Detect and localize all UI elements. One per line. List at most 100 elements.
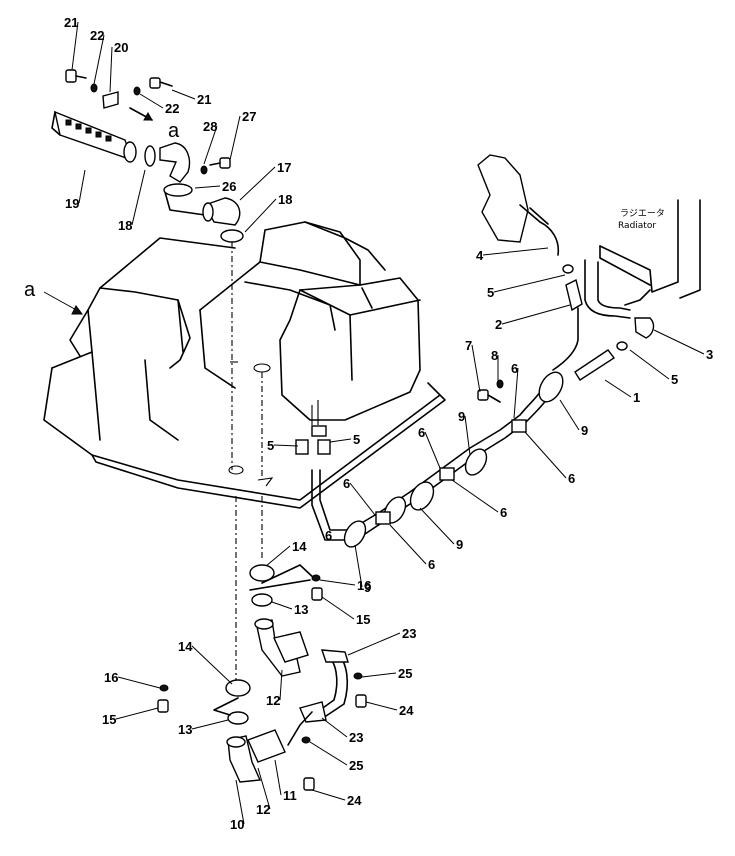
radiator-section bbox=[295, 154, 701, 548]
leader-line bbox=[349, 482, 376, 516]
clamp-13 bbox=[251, 593, 273, 607]
callout-c9d: 9 bbox=[364, 580, 371, 595]
callout-c14a: 14 bbox=[292, 539, 307, 554]
callout-c5c: 5 bbox=[267, 438, 274, 453]
leader-line bbox=[419, 507, 455, 545]
leader-line bbox=[279, 669, 283, 701]
radiator-label-en: Radiator bbox=[618, 221, 656, 231]
callout-c16b: 16 bbox=[104, 670, 118, 685]
leader-line bbox=[171, 89, 196, 100]
callout-c21a: 21 bbox=[64, 15, 78, 30]
leader-line bbox=[273, 444, 299, 447]
callout-c6a: 6 bbox=[511, 361, 518, 376]
callout-c13a: 13 bbox=[294, 602, 308, 617]
callout-c3: 3 bbox=[706, 347, 713, 362]
leader-line bbox=[501, 304, 571, 325]
leader-line bbox=[319, 579, 356, 586]
leader-line bbox=[139, 93, 164, 109]
leader-line bbox=[653, 329, 705, 355]
callout-ca1: a bbox=[168, 120, 180, 142]
leader-line bbox=[257, 767, 271, 810]
callout-c13b: 13 bbox=[178, 722, 192, 737]
leader-line bbox=[244, 198, 277, 233]
leader-line bbox=[524, 431, 567, 479]
leader-line bbox=[471, 344, 481, 393]
leader-line bbox=[361, 672, 397, 678]
callout-c9c: 9 bbox=[456, 537, 463, 552]
callout-c19: 19 bbox=[65, 196, 79, 211]
leader-line bbox=[493, 274, 566, 293]
callout-c26: 26 bbox=[222, 179, 236, 194]
elbow-hose bbox=[204, 197, 241, 226]
clamp-9 bbox=[464, 448, 488, 476]
callout-c14b: 14 bbox=[178, 639, 193, 654]
leader-line bbox=[274, 759, 282, 796]
leader-line bbox=[329, 438, 352, 443]
callout-c18b: 18 bbox=[278, 192, 292, 207]
leader-line bbox=[117, 676, 161, 689]
callout-c17: 17 bbox=[277, 160, 291, 175]
elbow-fitting bbox=[159, 142, 191, 183]
callout-c15b: 15 bbox=[102, 712, 116, 727]
callout-c20: 20 bbox=[114, 40, 128, 55]
leader-line bbox=[229, 115, 241, 161]
clamp-9 bbox=[343, 520, 367, 548]
callout-c6c: 6 bbox=[418, 425, 425, 440]
callout-c7: 7 bbox=[465, 338, 472, 353]
bracket-6 bbox=[511, 419, 527, 433]
callout-c11: 11 bbox=[283, 788, 297, 803]
leader-line bbox=[71, 21, 79, 71]
hose-clamp bbox=[144, 145, 156, 167]
leader-line bbox=[265, 545, 291, 567]
clamp-9 bbox=[409, 481, 435, 511]
leader-line bbox=[311, 789, 346, 801]
leader-line bbox=[513, 367, 519, 419]
callout-c9b: 9 bbox=[458, 409, 465, 424]
callout-c4: 4 bbox=[476, 248, 484, 263]
leader-line bbox=[365, 701, 398, 711]
callout-c23b: 23 bbox=[349, 730, 363, 745]
callout-c25a: 25 bbox=[398, 666, 412, 681]
leader-line bbox=[604, 379, 632, 398]
callout-c1: 1 bbox=[633, 390, 640, 405]
bracket bbox=[102, 91, 119, 109]
leader-line bbox=[194, 185, 221, 189]
reservoir bbox=[477, 154, 529, 243]
leader-line bbox=[115, 707, 159, 720]
callout-c25b: 25 bbox=[349, 758, 363, 773]
lower-assembly bbox=[157, 564, 367, 791]
callout-c12a: 12 bbox=[266, 693, 280, 708]
leader-line bbox=[309, 741, 348, 766]
callout-c18a: 18 bbox=[118, 218, 132, 233]
leader-line bbox=[271, 601, 293, 610]
callout-c8: 8 bbox=[491, 348, 498, 363]
leader-line bbox=[389, 524, 427, 565]
callout-c5b: 5 bbox=[671, 372, 678, 387]
leader-line bbox=[239, 166, 276, 201]
leader-line bbox=[347, 632, 401, 656]
callout-c5a: 5 bbox=[487, 285, 494, 300]
callout-c16a: 16 bbox=[357, 578, 371, 593]
callout-c24a: 24 bbox=[399, 703, 414, 718]
leader-line bbox=[451, 479, 499, 513]
leader-line bbox=[482, 247, 549, 256]
callout-c28: 28 bbox=[203, 119, 217, 134]
callout-c21b: 21 bbox=[197, 92, 211, 107]
flange-14 bbox=[249, 564, 275, 582]
leader-line bbox=[131, 169, 146, 226]
leader-line bbox=[235, 779, 245, 825]
leader-line bbox=[93, 34, 105, 85]
callout-c5d: 5 bbox=[353, 432, 360, 447]
leader-line bbox=[424, 431, 441, 469]
leader-line bbox=[109, 46, 113, 93]
callout-c9a: 9 bbox=[581, 423, 588, 438]
clamp-13 bbox=[227, 711, 249, 725]
leader-line bbox=[354, 544, 363, 588]
leader-line bbox=[559, 399, 580, 431]
callout-c15a: 15 bbox=[356, 612, 370, 627]
leader-line bbox=[321, 717, 348, 738]
callout-c22b: 22 bbox=[165, 101, 179, 116]
callout-c6f: 6 bbox=[343, 476, 350, 491]
